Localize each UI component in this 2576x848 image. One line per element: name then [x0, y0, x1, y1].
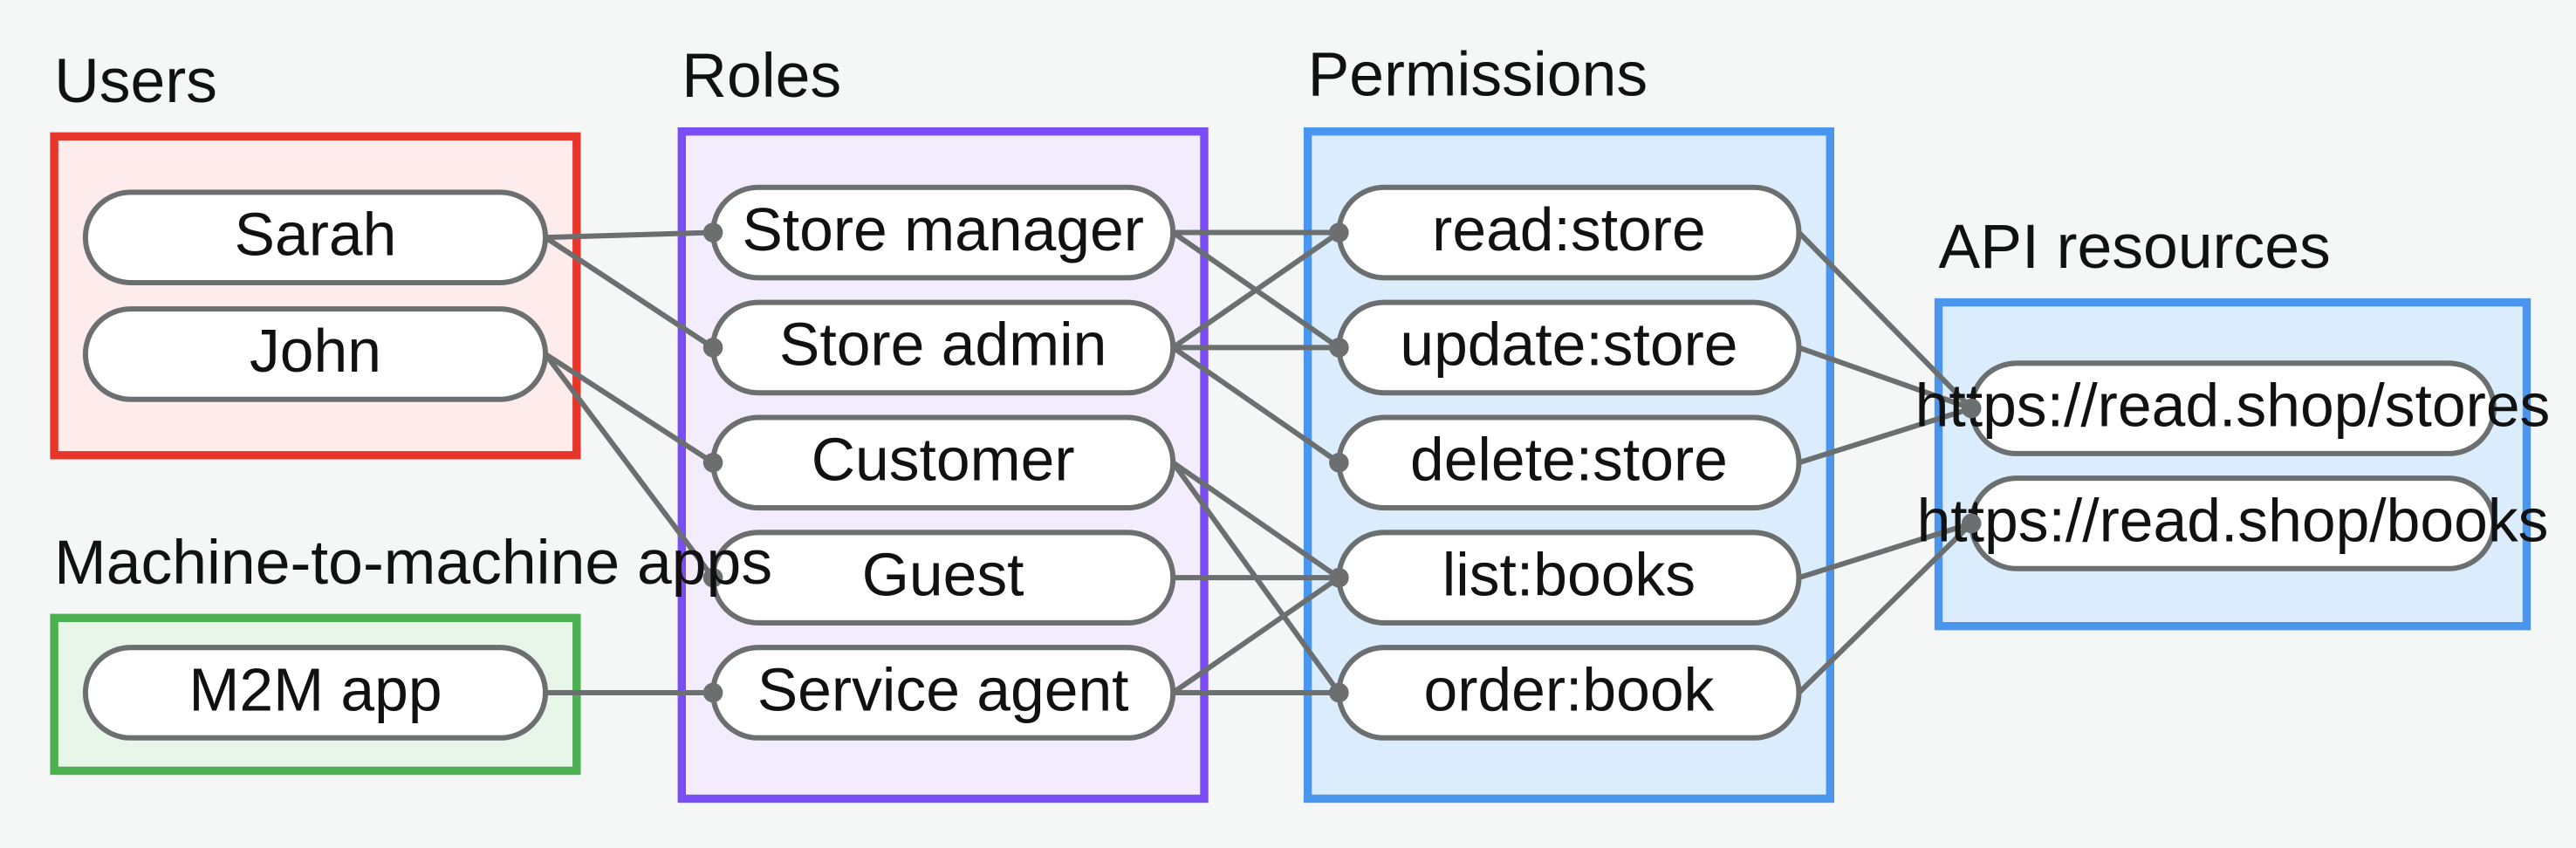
group-container-api-resources	[1934, 297, 2531, 631]
node-label-service-agent: Service agent	[757, 655, 1129, 723]
edge-endpoint-service-agent	[702, 682, 723, 703]
group-title-api-resources: API resources	[1939, 212, 2331, 282]
edge-update-store-to-res-stores	[1798, 345, 1973, 411]
edge-service-agent-to-list-books	[1171, 575, 1341, 695]
edge-sarah-to-store-admin	[544, 235, 715, 350]
node-label-list-books: list:books	[1442, 540, 1696, 608]
edge-store-admin-to-read-store	[1171, 230, 1341, 350]
edge-endpoint-guest	[702, 567, 723, 588]
group-title-m2m: Machine-to-machine apps	[54, 528, 772, 598]
edge-sarah-to-store-manager	[545, 229, 714, 241]
edge-endpoint-store-admin	[702, 338, 723, 358]
edge-endpoint-list-books	[1329, 567, 1349, 588]
node-john[interactable]	[82, 306, 549, 402]
edge-endpoint-store-manager	[702, 222, 723, 243]
edge-list-books-to-res-books	[1798, 521, 1973, 581]
node-label-customer: Customer	[812, 426, 1075, 494]
node-label-sarah: Sarah	[235, 200, 397, 268]
node-label-store-admin: Store admin	[779, 311, 1106, 379]
node-label-delete-store: delete:store	[1410, 426, 1728, 494]
edge-layer	[543, 229, 1974, 696]
edge-john-to-customer	[544, 352, 715, 465]
node-label-res-books: https://read.shop/books	[1917, 486, 2549, 554]
node-label-john: John	[250, 317, 381, 385]
endpoint-layer	[702, 222, 1982, 703]
node-label-order-book: order:book	[1423, 655, 1714, 723]
group-container-users	[50, 132, 581, 460]
edge-endpoint-order-book	[1329, 682, 1349, 703]
node-label-res-stores: https://read.shop/stores	[1915, 371, 2551, 439]
group-title-roles: Roles	[682, 41, 841, 111]
edge-endpoint-delete-store	[1329, 452, 1349, 473]
edge-john-to-guest	[543, 352, 716, 579]
edge-delete-store-to-res-stores	[1798, 406, 1973, 466]
node-label-store-manager: Store manager	[742, 195, 1144, 263]
edge-order-book-to-res-books	[1797, 521, 1974, 695]
node-label-read-store: read:store	[1432, 195, 1706, 263]
edge-endpoint-customer	[702, 452, 723, 473]
edge-endpoint-res-stores	[1961, 398, 1982, 419]
node-sarah[interactable]	[82, 189, 549, 286]
node-label-update-store: update:store	[1400, 311, 1737, 379]
edge-read-store-to-res-stores	[1797, 230, 1974, 411]
node-label-m2m-app: M2M app	[188, 655, 442, 723]
group-title-permissions: Permissions	[1308, 39, 1648, 109]
edge-customer-to-list-books	[1171, 460, 1341, 580]
node-label-guest: Guest	[862, 540, 1024, 608]
node-m2m-app[interactable]	[82, 645, 549, 741]
group-title-users: Users	[54, 46, 217, 116]
edge-store-admin-to-delete-store	[1171, 345, 1341, 465]
edge-endpoint-res-books	[1961, 513, 1982, 534]
edge-endpoint-read-store	[1329, 222, 1349, 243]
edge-endpoint-update-store	[1329, 338, 1349, 358]
